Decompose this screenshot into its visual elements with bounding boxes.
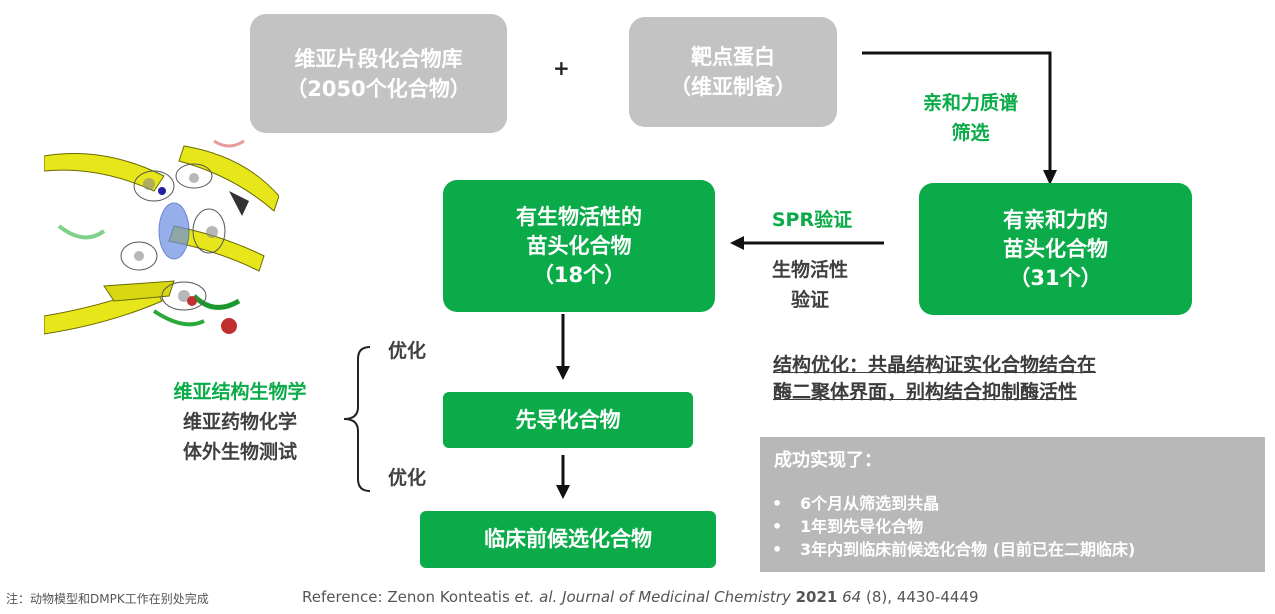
affinity-hits-count: （31个）	[1009, 265, 1102, 290]
affinity-hits-box: 有亲和力的 苗头化合物 （31个）	[919, 183, 1192, 315]
compound-library-count: （2050个化合物）	[286, 76, 471, 101]
active-hits-box: 有生物活性的 苗头化合物 （18个）	[443, 180, 715, 312]
bio-verify-line1: 生物活性	[771, 259, 848, 281]
active-hits-line1: 有生物活性的	[516, 204, 642, 229]
success-item: 3年内到临床前候选化合物 (目前已在二期临床)	[760, 538, 1135, 561]
affinity-hits-line2: 苗头化合物	[1003, 236, 1108, 261]
reference: Reference: Zenon Konteatis et. al. Journ…	[302, 588, 979, 606]
optimize-arrow-2	[556, 455, 570, 499]
screening-arrow	[862, 51, 1057, 185]
reference-tail: (8), 4430-4449	[861, 588, 979, 606]
reference-prefix: Reference: Zenon Konteatis	[302, 588, 515, 606]
candidate-compound-label: 临床前候选化合物	[484, 527, 652, 551]
plus-sign: +	[553, 56, 570, 80]
reference-journal: Journal of Medicinal Chemistry	[557, 588, 796, 606]
capability-in-vitro-testing: 体外生物测试	[182, 441, 297, 463]
affinity-ms-line2: 筛选	[951, 122, 990, 144]
lead-compound-label: 先导化合物	[515, 407, 621, 432]
capability-medicinal-chemistry: 维亚药物化学	[182, 411, 297, 433]
compound-library-title: 维亚片段化合物库	[294, 46, 463, 71]
optimize-label-bottom: 优化	[388, 467, 427, 489]
capabilities-list: 维亚结构生物学 维亚药物化学 体外生物测试	[150, 377, 330, 467]
success-list: 6个月从筛选到共晶 1年到先导化合物 3年内到临床前候选化合物 (目前已在二期临…	[760, 492, 1135, 561]
optimize-label-top: 优化	[388, 340, 427, 362]
active-hits-line2: 苗头化合物	[526, 233, 632, 258]
success-item: 1年到先导化合物	[760, 515, 1135, 538]
structure-note-line2: 酶二聚体界面，别构结合抑制酶活性	[773, 381, 1078, 403]
capability-bracket	[343, 346, 371, 492]
success-item: 6个月从筛选到共晶	[760, 492, 1135, 515]
lead-compound-box: 先导化合物	[443, 392, 693, 448]
spr-label: SPR验证	[771, 209, 853, 231]
success-panel: 成功实现了： 6个月从筛选到共晶 1年到先导化合物 3年内到临床前候选化合物 (…	[760, 437, 1265, 572]
target-protein-source: （维亚制备）	[670, 75, 796, 99]
affinity-ms-line1: 亲和力质谱	[922, 92, 1018, 114]
affinity-hits-line1: 有亲和力的	[1003, 207, 1108, 232]
spr-arrow	[730, 236, 884, 250]
target-protein-box: 靶点蛋白 （维亚制备）	[629, 17, 837, 127]
bio-verify-label: 生物活性 验证	[755, 255, 865, 315]
target-protein-title: 靶点蛋白	[691, 45, 775, 69]
structure-optimization-note: 结构优化：共晶结构证实化合物结合在 酶二聚体界面，别构结合抑制酶活性	[773, 352, 1193, 406]
reference-etal: et. al.	[514, 588, 558, 606]
bio-verify-line2: 验证	[790, 289, 829, 311]
reference-volume: 64	[837, 588, 862, 606]
active-hits-count: （18个）	[532, 262, 626, 287]
affinity-ms-label: 亲和力质谱 筛选	[908, 88, 1033, 148]
optimize-arrow-1	[556, 314, 570, 380]
candidate-compound-box: 临床前候选化合物	[420, 511, 716, 568]
success-panel-title: 成功实现了：	[774, 450, 882, 471]
compound-library-box: 维亚片段化合物库 （2050个化合物）	[250, 14, 507, 133]
capability-structural-biology: 维亚结构生物学	[173, 381, 307, 403]
reference-year: 2021	[795, 588, 838, 606]
protein-structure-image	[44, 136, 279, 336]
footnote: 注：动物模型和DMPK工作在别处完成	[6, 592, 209, 606]
structure-note-line1: 结构优化：共晶结构证实化合物结合在	[773, 354, 1097, 376]
